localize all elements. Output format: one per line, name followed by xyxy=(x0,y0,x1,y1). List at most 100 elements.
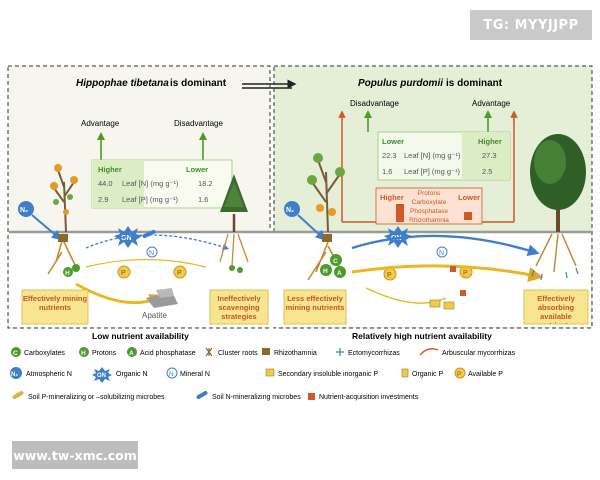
invest-lower: Lower xyxy=(458,193,480,202)
ectomycorrhizas-icon xyxy=(336,348,344,356)
right-r1-label: Leaf [N] (mg g⁻¹) xyxy=(404,151,461,160)
legend-atmospheric-n: Atmospheric N xyxy=(26,371,72,378)
left-on-label: ON xyxy=(121,235,132,242)
left-r1-v2: 18.2 xyxy=(198,179,213,188)
left-p-icon xyxy=(117,265,131,279)
right-title-species: Populus purdomii xyxy=(358,78,443,89)
diagram-svg: Hippophae tibetana is dominant Advantage… xyxy=(7,65,593,401)
right-n2-label: N₂ xyxy=(286,207,294,214)
right-n2-icon xyxy=(284,201,300,217)
left-rhizothamnia xyxy=(58,234,68,242)
right-box-absorbing xyxy=(523,289,589,325)
left-box-mining-text: Effectively mining nutrients xyxy=(22,294,88,312)
right-lower: Lower xyxy=(382,137,404,146)
left-title-suffix: is dominant xyxy=(170,78,227,89)
left-p-label: P xyxy=(121,270,126,277)
invest-item-1: Carboxylate xyxy=(412,199,447,206)
invest-item-3: Rhizothamnia xyxy=(409,217,449,224)
right-p2-label: P xyxy=(463,270,468,277)
legend-acid-phosphatase: Acid phosphatase xyxy=(140,350,196,357)
organic-p-icon xyxy=(401,368,409,378)
left-p2-label: P xyxy=(177,270,182,277)
legend-organic-n: Organic N xyxy=(116,371,148,378)
right-h-label: H xyxy=(323,268,328,275)
left-r2-label: Leaf [P] (mg g⁻¹) xyxy=(122,195,179,204)
watermark-bottom: www.tw-xmc.com xyxy=(12,441,138,469)
right-n-label: N xyxy=(439,250,444,257)
left-r2-v2: 1.6 xyxy=(198,195,208,204)
left-higher: Higher xyxy=(98,165,122,174)
legend-protons: Protons xyxy=(92,350,117,357)
left-box-scavenging-text: Ineffectively scavenging strategies xyxy=(217,294,261,321)
legend-carboxylates: Carboxylates xyxy=(24,350,65,357)
invest-item-0: Protons xyxy=(418,190,441,197)
legend-ectomycorrhizas: Ectomycorrhizas xyxy=(348,350,400,357)
tree-icon xyxy=(220,174,248,232)
right-a-icon xyxy=(334,266,346,278)
watermark-top: TG: MYYJJPP xyxy=(470,10,592,40)
right-r2-v2: 2.5 xyxy=(482,167,492,176)
p-microbe-icon xyxy=(12,391,24,399)
rhizothamnia-icon xyxy=(262,348,270,355)
n-microbe-icon xyxy=(196,391,208,399)
legend-p-microbes: Soil P-mineralizing or –solubilizing mic… xyxy=(28,394,165,401)
left-r1-label: Leaf [N] (mg g⁻¹) xyxy=(122,179,179,188)
right-a-label: A xyxy=(337,270,342,277)
left-on-burst xyxy=(114,226,142,248)
figure: Hippophae tibetana is dominant Advantage… xyxy=(6,62,594,422)
legend-p-symbol: P xyxy=(457,371,461,378)
legend: C Carboxylates H Protons A Acid phosphat… xyxy=(10,347,516,401)
secondary-p-icon xyxy=(265,368,275,377)
apatite-label: Apatite xyxy=(142,311,167,320)
right-r1-v1: 22.3 xyxy=(382,151,397,160)
legend-organic-p: Organic P xyxy=(412,371,443,378)
legend-rhizothamnia: Rhizothamnia xyxy=(274,350,317,357)
right-box-absorbing-text: Effectively absorbing available nutrient… xyxy=(537,294,575,324)
legend-n2-symbol: N₂ xyxy=(11,372,18,378)
right-p-flow xyxy=(351,264,544,282)
left-r2-v1: 2.9 xyxy=(98,195,108,204)
left-box-scavenging xyxy=(209,289,269,325)
left-h-icon xyxy=(63,267,73,277)
legend-n-symbol: N xyxy=(169,371,174,378)
invest-higher: Higher xyxy=(380,193,404,202)
left-n-label: N xyxy=(149,250,154,257)
right-higher: Higher xyxy=(478,137,502,146)
legend-h-symbol: H xyxy=(81,350,86,357)
right-r2-v1: 1.6 xyxy=(382,167,392,176)
invest-bar-low xyxy=(464,212,472,220)
apatite-rock xyxy=(146,288,178,308)
right-tree-roots xyxy=(535,233,577,273)
invest-bar-high xyxy=(396,204,404,222)
right-p-label: P xyxy=(387,272,392,279)
left-lower: Lower xyxy=(186,165,208,174)
right-caption: Relatively high nutrient availability xyxy=(352,331,492,341)
right-disadvantage-label: Disadvantage xyxy=(350,99,399,108)
legend-c-symbol: C xyxy=(13,350,18,357)
left-advantage-label: Advantage xyxy=(81,119,120,128)
right-advantage-label: Advantage xyxy=(472,99,511,108)
left-n2-label: N₂ xyxy=(20,207,28,214)
right-r1-v2: 27.3 xyxy=(482,151,497,160)
legend-mineral-n: Mineral N xyxy=(180,371,210,378)
right-r2-label: Leaf [P] (mg g⁻¹) xyxy=(404,167,461,176)
legend-on-symbol: ON xyxy=(97,373,106,379)
left-n2-icon xyxy=(18,201,34,217)
legend-cluster-roots: Cluster roots xyxy=(218,350,258,357)
right-title-suffix: is dominant xyxy=(446,78,503,89)
arbuscular-icon xyxy=(419,348,439,356)
legend-a-symbol: A xyxy=(129,350,134,357)
left-caption: Low nutrient availability xyxy=(92,331,189,341)
left-disadvantage-label: Disadvantage xyxy=(174,119,223,128)
right-shrub-icon xyxy=(307,153,345,233)
left-title-species: Hippophae tibetana xyxy=(76,78,169,89)
legend-arbuscular: Arbuscular mycorrhizas xyxy=(442,350,516,357)
cluster-roots-icon xyxy=(205,347,213,357)
left-tree-roots xyxy=(219,233,249,267)
investment-icon xyxy=(308,393,315,400)
legend-secondary-p: Secondary insoluble inorganic P xyxy=(278,371,378,378)
shrub-icon xyxy=(50,164,78,233)
right-n-flow xyxy=(351,234,540,256)
right-c-icon xyxy=(330,254,342,266)
right-box-mining xyxy=(283,289,347,325)
